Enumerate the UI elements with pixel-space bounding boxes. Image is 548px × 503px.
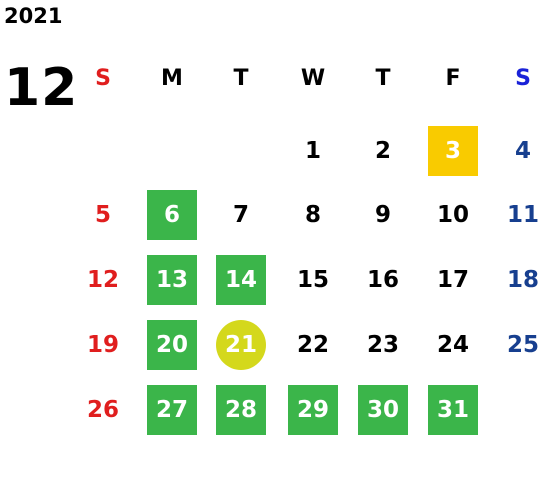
day-cell-27[interactable]: 27 (147, 385, 197, 435)
weekday-label: M (161, 66, 183, 91)
day-cell-23[interactable]: 23 (366, 332, 399, 358)
weekday-label: F (445, 66, 461, 91)
day-cell-9[interactable]: 9 (374, 202, 391, 228)
day-cell-8[interactable]: 8 (304, 202, 321, 228)
day-cell-16[interactable]: 16 (366, 267, 399, 293)
day-cell-4[interactable]: 4 (514, 138, 531, 164)
weekday-label: W (300, 66, 326, 91)
day-cell-5[interactable]: 5 (94, 202, 111, 228)
day-cell-20[interactable]: 20 (147, 320, 197, 370)
day-cell-25[interactable]: 25 (506, 332, 539, 358)
day-cell-7[interactable]: 7 (232, 202, 249, 228)
day-cell-19[interactable]: 19 (86, 332, 119, 358)
day-cell-29[interactable]: 29 (288, 385, 338, 435)
year-label: 2021 (4, 4, 63, 28)
weekday-label: S (95, 66, 111, 91)
day-cell-6[interactable]: 6 (147, 190, 197, 240)
day-cell-22[interactable]: 22 (296, 332, 329, 358)
day-cell-18[interactable]: 18 (506, 267, 539, 293)
day-cell-14[interactable]: 14 (216, 255, 266, 305)
day-cell-3[interactable]: 3 (428, 126, 478, 176)
day-cell-17[interactable]: 17 (436, 267, 469, 293)
day-cell-12[interactable]: 12 (86, 267, 119, 293)
day-cell-15[interactable]: 15 (296, 267, 329, 293)
day-cell-1[interactable]: 1 (304, 138, 321, 164)
day-cell-31[interactable]: 31 (428, 385, 478, 435)
day-cell-13[interactable]: 13 (147, 255, 197, 305)
day-cell-2[interactable]: 2 (374, 138, 391, 164)
day-cell-11[interactable]: 11 (506, 202, 539, 228)
day-cell-21[interactable]: 21 (216, 320, 266, 370)
day-cell-10[interactable]: 10 (436, 202, 469, 228)
weekday-label: S (515, 66, 531, 91)
day-cell-26[interactable]: 26 (86, 397, 119, 423)
weekday-label: T (375, 66, 391, 91)
month-label: 12 (4, 58, 79, 118)
weekday-label: T (233, 66, 249, 91)
day-cell-28[interactable]: 28 (216, 385, 266, 435)
day-cell-24[interactable]: 24 (436, 332, 469, 358)
day-cell-30[interactable]: 30 (358, 385, 408, 435)
